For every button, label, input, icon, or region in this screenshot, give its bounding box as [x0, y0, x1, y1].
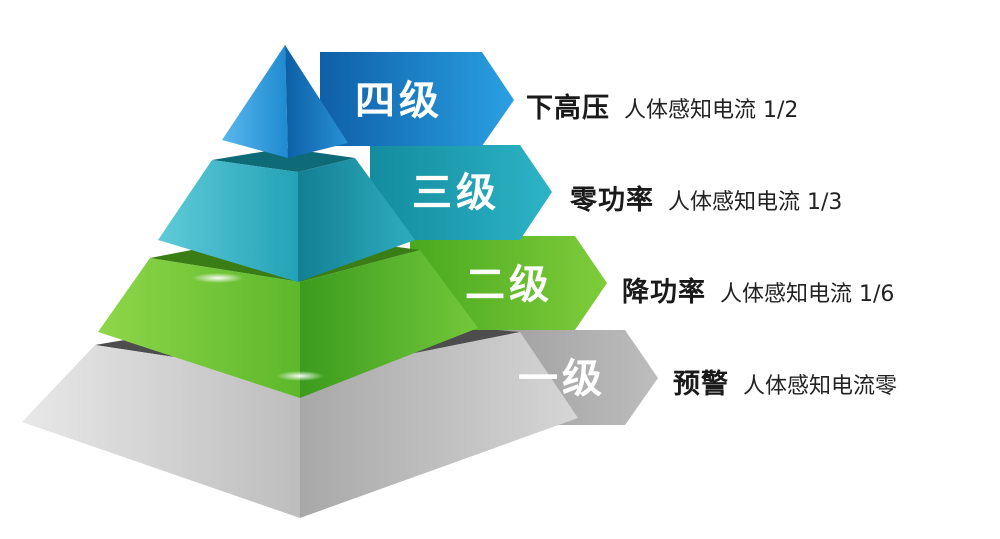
tier-3-info: 零功率 人体感知电流 1/3 [570, 178, 842, 217]
tier-2-block [98, 232, 607, 398]
glint-grey [276, 371, 324, 381]
tier-2-name: 降功率 [622, 277, 706, 308]
tier-4-info: 下高压 人体感知电流 1/2 [526, 86, 798, 125]
tier-3-description: 人体感知电流 1/3 [668, 190, 843, 215]
tier-4-block [222, 45, 514, 158]
tier-1-info: 预警 人体感知电流零 [673, 362, 897, 401]
tier-2-description: 人体感知电流 1/6 [720, 282, 895, 307]
tier-4-left-face [222, 45, 288, 158]
tier-4-description: 人体感知电流 1/2 [624, 98, 799, 123]
tier-2-info: 降功率 人体感知电流 1/6 [622, 270, 894, 309]
tier-3-arrow [370, 145, 552, 240]
tier-3-block [158, 145, 552, 282]
tier-3-name: 零功率 [570, 185, 654, 216]
tier-1-right-face [300, 332, 578, 518]
tier-2-left-face [98, 258, 300, 398]
tier-1-left-face [22, 345, 300, 518]
tier-3-left-face [158, 160, 298, 282]
tier-4-level-label: 四级 [355, 78, 443, 124]
tier-4-arrow [320, 52, 514, 146]
glint-green [192, 273, 244, 283]
tier-4-right-face [285, 45, 348, 158]
tier-1-description: 人体感知电流零 [743, 374, 898, 399]
tier-1-name: 预警 [673, 369, 729, 400]
tier-4-name: 下高压 [526, 93, 610, 124]
tier-3-level-label: 三级 [412, 170, 500, 216]
tier-2-level-label: 二级 [465, 262, 553, 308]
tier-1-level-label: 一级 [518, 356, 606, 402]
tier-3-top [212, 148, 355, 172]
tier-3-right-face [298, 158, 415, 282]
tier-2-right-face [300, 250, 478, 398]
